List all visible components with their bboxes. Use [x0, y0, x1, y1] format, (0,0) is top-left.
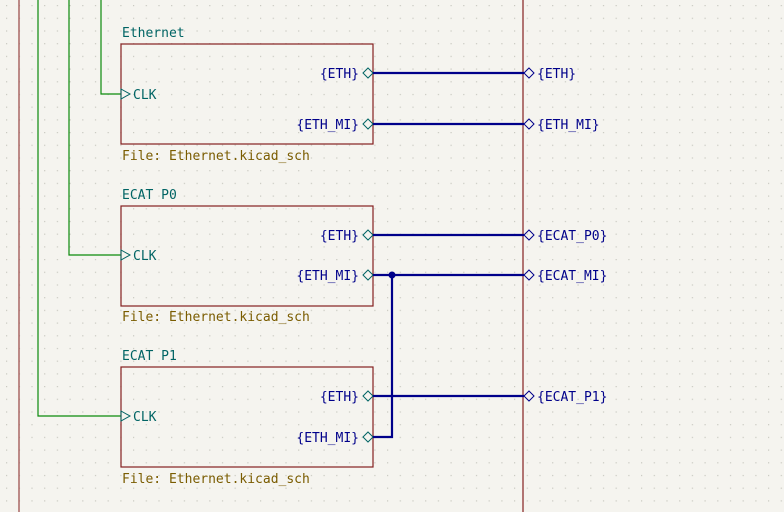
clk-wire-ecat-p0[interactable] [68, 0, 121, 256]
pin-clk-label: CLK [133, 88, 157, 103]
hier-label-ecat-p0[interactable]: {ECAT_P0} [523, 229, 607, 244]
hier-label-eth-mi[interactable]: {ETH_MI} [523, 118, 600, 133]
sheet-ethernet[interactable]: Ethernet File: Ethernet.kicad_sch CLK {E… [120, 26, 374, 164]
hier-label-diamond-icon [523, 67, 535, 79]
sheet-name: Ethernet [122, 26, 185, 41]
pin-eth-mi-label: {ETH_MI} [296, 269, 359, 284]
sheet-ecat-p0[interactable]: ECAT P0 File: Ethernet.kicad_sch CLK {ET… [120, 188, 374, 325]
pin-eth-label: {ETH} [320, 390, 359, 405]
bus-lines[interactable] [373, 71, 524, 439]
sheet-file: File: Ethernet.kicad_sch [122, 310, 310, 325]
clk-pin-icon [120, 410, 132, 422]
hier-label-text: {ETH} [537, 67, 576, 82]
sheet-name: ECAT P1 [122, 349, 177, 364]
pin-clk-label: CLK [133, 410, 157, 425]
pin-eth-label: {ETH} [320, 67, 359, 82]
bus-ecat-mi-tap[interactable] [373, 275, 394, 439]
pin-clk-label: CLK [133, 249, 157, 264]
clk-pin-icon [120, 249, 132, 261]
hier-label-text: {ETH_MI} [537, 118, 600, 133]
hier-label-eth[interactable]: {ETH} [523, 67, 576, 82]
hier-label-text: {ECAT_P0} [537, 229, 607, 244]
sheet-file: File: Ethernet.kicad_sch [122, 149, 310, 164]
hier-label-text: {ECAT_MI} [537, 269, 607, 284]
clk-pin-icon [120, 88, 132, 100]
hier-label-diamond-icon [523, 229, 535, 241]
hier-label-ecat-p1[interactable]: {ECAT_P1} [523, 390, 607, 405]
hier-label-text: {ECAT_P1} [537, 390, 607, 405]
pin-eth-mi-label: {ETH_MI} [296, 431, 359, 446]
bus-junction-dot [388, 271, 396, 279]
clk-wire-ethernet[interactable] [100, 0, 121, 95]
sheet-ecat-p1[interactable]: ECAT P1 File: Ethernet.kicad_sch CLK {ET… [120, 349, 374, 487]
pin-eth-label: {ETH} [320, 229, 359, 244]
hier-label-diamond-icon [523, 118, 535, 130]
hier-label-diamond-icon [523, 269, 535, 281]
hier-label-diamond-icon [523, 390, 535, 402]
clk-wire-ecat-p1[interactable] [37, 0, 121, 417]
pin-eth-mi-label: {ETH_MI} [296, 118, 359, 133]
hier-label-ecat-mi[interactable]: {ECAT_MI} [523, 269, 607, 284]
sheet-name: ECAT P0 [122, 188, 177, 203]
sheet-file: File: Ethernet.kicad_sch [122, 472, 310, 487]
